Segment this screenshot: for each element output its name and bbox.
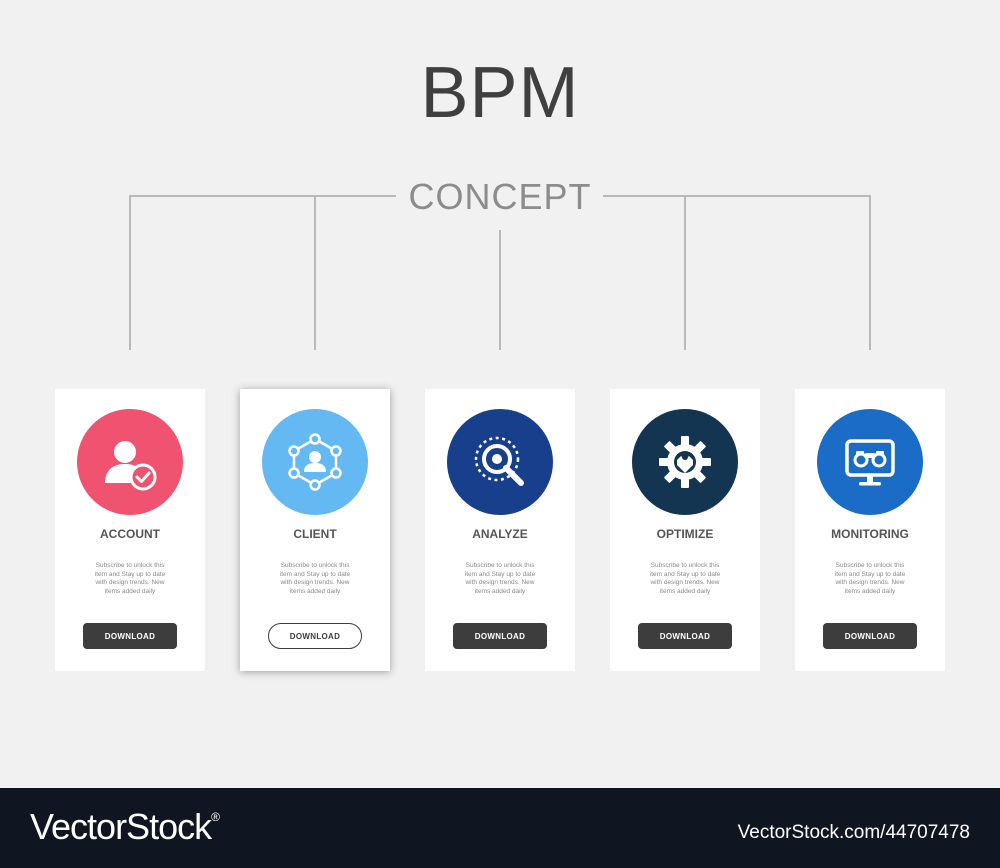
card-description: Subscribe to unlock this item and Stay u… (94, 562, 166, 595)
icon-circle (632, 409, 738, 515)
stock-id: VectorStock.com/44707478 (737, 822, 970, 843)
vectorstock-logo: VectorStock® (30, 806, 220, 848)
card-title: ACCOUNT (100, 527, 160, 541)
monitor-binoculars-icon (845, 439, 895, 486)
brand-name: VectorStock (30, 806, 212, 847)
download-button[interactable]: DOWNLOAD (268, 623, 362, 649)
card-description: Subscribe to unlock this item and Stay u… (649, 562, 721, 595)
gear-hand-icon (659, 436, 711, 488)
card-monitoring: MONITORING Subscribe to unlock this item… (795, 389, 945, 671)
network-user-icon (288, 433, 342, 491)
connector-account (129, 195, 396, 350)
footer-bar: VectorStock® VectorStock.com/44707478 (0, 788, 1000, 868)
card-description: Subscribe to unlock this item and Stay u… (279, 562, 351, 595)
card-title: CLIENT (293, 527, 337, 541)
card-client: CLIENT Subscribe to unlock this item and… (240, 389, 390, 671)
download-button[interactable]: DOWNLOAD (823, 623, 917, 649)
card-title: OPTIMIZE (656, 527, 714, 541)
card-optimize: OPTIMIZE Subscribe to unlock this item a… (610, 389, 760, 671)
card-description: Subscribe to unlock this item and Stay u… (834, 562, 906, 595)
icon-circle (262, 409, 368, 515)
user-check-icon (105, 441, 157, 491)
card-title: ANALYZE (472, 527, 528, 541)
trademark-symbol: ® (211, 810, 220, 824)
icon-circle (817, 409, 923, 515)
icon-circle (447, 409, 553, 515)
magnifier-icon (474, 436, 524, 486)
download-button[interactable]: DOWNLOAD (83, 623, 177, 649)
card-analyze: ANALYZE Subscribe to unlock this item an… (425, 389, 575, 671)
card-title: MONITORING (831, 527, 909, 541)
download-button[interactable]: DOWNLOAD (638, 623, 732, 649)
page-title: BPM (420, 53, 580, 133)
page-subtitle: CONCEPT (408, 176, 592, 217)
connector-monitoring (603, 195, 871, 350)
card-account: ACCOUNT Subscribe to unlock this item an… (55, 389, 205, 671)
icon-circle (77, 409, 183, 515)
download-button[interactable]: DOWNLOAD (453, 623, 547, 649)
card-description: Subscribe to unlock this item and Stay u… (464, 562, 536, 595)
connector-lines (129, 195, 871, 350)
